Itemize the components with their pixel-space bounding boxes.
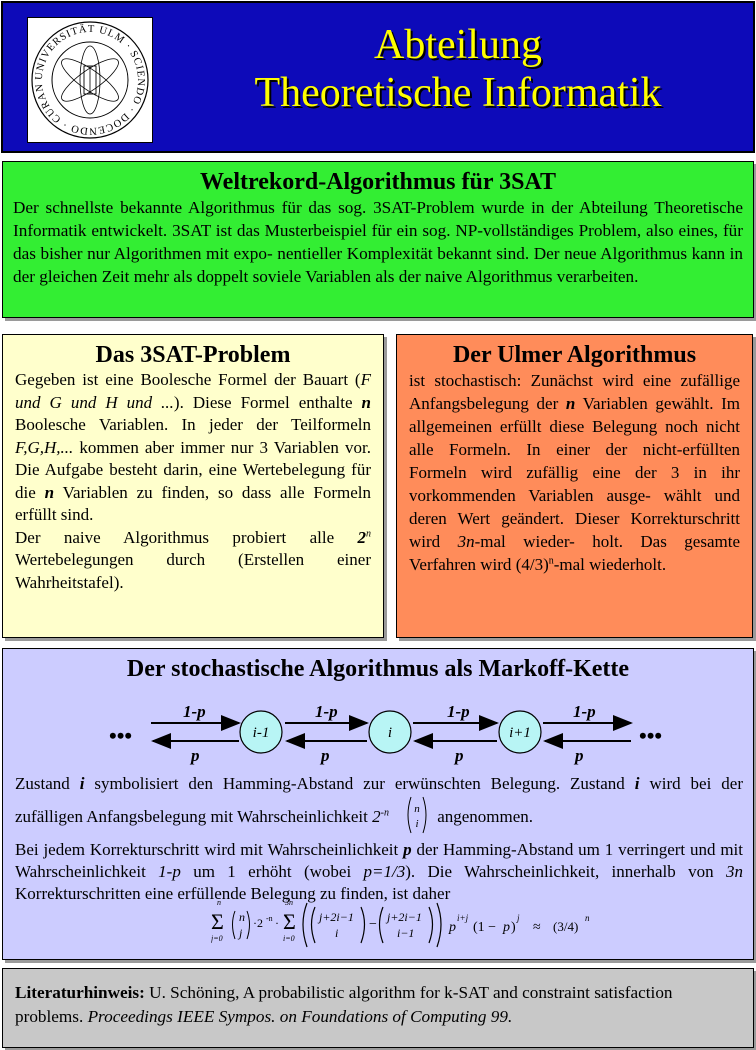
svg-text:j+2i−1: j+2i−1 xyxy=(317,910,354,924)
svg-text:n: n xyxy=(217,898,221,907)
state-label-i: i xyxy=(388,725,392,741)
seal-emblem-icon: UNIVERSITÄT ULM · SCIENDO · DOCENDO · CU… xyxy=(24,10,149,139)
naive-algorithm-text: Der naive Algorithmus probiert alle 2n W… xyxy=(15,527,371,592)
svg-text:−: − xyxy=(369,917,377,932)
label-forward-1: 1-p xyxy=(183,702,206,721)
world-record-text: Der schnellste bekannte Algorithmus für … xyxy=(13,198,743,286)
svg-text:·2: ·2 xyxy=(253,916,263,930)
label-forward-3: 1-p xyxy=(447,702,470,721)
svg-text:p: p xyxy=(502,920,510,935)
world-record-section: Weltrekord-Algorithmus für 3SAT Der schn… xyxy=(2,161,754,318)
ellipsis-right: ••• xyxy=(639,723,662,748)
markov-title: Der stochastische Algorithmus als Markof… xyxy=(126,656,630,682)
label-forward-4: 1-p xyxy=(573,702,596,721)
svg-text:(1 −: (1 − xyxy=(473,920,496,935)
svg-text:j=0: j=0 xyxy=(211,934,223,943)
title-line-2: Theoretische Informatik xyxy=(254,70,662,116)
state-label-i-plus-1: i+1 xyxy=(509,725,531,741)
svg-text:3n: 3n xyxy=(284,898,293,907)
svg-text:UNIVERSITÄT ULM · SCIENDO · DO: UNIVERSITÄT ULM · SCIENDO · DOCENDO · CU… xyxy=(28,18,146,136)
literature-section: Literaturhinweis: U. Schöning, A probabi… xyxy=(2,968,754,1048)
svg-text:Σ: Σ xyxy=(211,909,224,934)
markov-state-text: Zustand i symbolisiert den Hamming-Absta… xyxy=(15,773,743,841)
department-title: Abteilung Theoretische Informatik xyxy=(173,21,743,117)
label-forward-2: 1-p xyxy=(315,702,338,721)
state-label-i-minus-1: i-1 xyxy=(253,725,270,741)
svg-text:i+j: i+j xyxy=(457,913,469,923)
ulm-algorithm-title: Der Ulmer Algorithmus xyxy=(452,342,697,368)
literature-label: Literaturhinweis: xyxy=(15,983,145,1002)
title-line-1: Abteilung xyxy=(374,22,542,68)
markov-chain-section: Der stochastische Algorithmus als Markof… xyxy=(2,648,754,960)
markov-chain-diagram: ••• ••• 1-p p 1-p p 1-p p 1-p p i-1 i xyxy=(109,702,662,765)
state-i xyxy=(368,710,412,754)
svg-text:n: n xyxy=(414,803,420,815)
svg-text:j: j xyxy=(516,913,520,923)
literature-venue: Proceedings IEEE Sympos. on Foundations … xyxy=(87,1007,513,1026)
state-i-plus-1 xyxy=(498,710,542,754)
svg-text:i−1: i−1 xyxy=(397,926,414,940)
header-banner: UNIVERSITÄT ULM · SCIENDO · DOCENDO · CU… xyxy=(1,1,755,153)
svg-text:n: n xyxy=(239,910,245,924)
label-back-3: p xyxy=(453,746,464,765)
university-seal-logo: UNIVERSITÄT ULM · SCIENDO · DOCENDO · CU… xyxy=(24,10,153,143)
svg-text:j: j xyxy=(237,926,243,940)
svg-text:i: i xyxy=(415,818,418,830)
markov-step-text: Bei jedem Korrekturschritt wird mit Wahr… xyxy=(15,840,743,903)
probability-formula: n Σ j=0 n j ·2 -n · 3n Σ i=0 j+2i−1 i − … xyxy=(211,898,590,948)
svg-text:p: p xyxy=(448,920,456,935)
problem-title: Das 3SAT-Problem xyxy=(95,342,291,368)
svg-text:·: · xyxy=(275,916,279,930)
svg-text:Σ: Σ xyxy=(283,909,296,934)
transition-arrows: 1-p p 1-p p 1-p p 1-p p xyxy=(151,702,633,765)
seal-lettering: UNIVERSITÄT ULM · SCIENDO · DOCENDO · CU… xyxy=(24,10,145,136)
svg-text:≈: ≈ xyxy=(533,920,541,935)
problem-text: Gegeben ist eine Boolesche Formel der Ba… xyxy=(15,370,372,524)
approx-result: (3/4) xyxy=(553,919,578,934)
ellipsis-left: ••• xyxy=(109,723,132,748)
svg-text:i=0: i=0 xyxy=(283,934,295,943)
svg-text:i: i xyxy=(335,926,338,940)
svg-text:): ) xyxy=(511,920,516,935)
svg-text:-n: -n xyxy=(266,914,273,923)
label-back-1: p xyxy=(189,746,200,765)
literature-reference: Literaturhinweis: U. Schöning, A probabi… xyxy=(15,983,673,1026)
svg-text:j+2i−1: j+2i−1 xyxy=(385,910,422,924)
label-back-4: p xyxy=(573,746,584,765)
state-i-minus-1 xyxy=(239,710,283,754)
markov-states: i-1 i i+1 xyxy=(239,710,542,754)
label-back-2: p xyxy=(319,746,330,765)
approx-exponent: n xyxy=(585,913,590,923)
world-record-title: Weltrekord-Algorithmus für 3SAT xyxy=(199,169,556,195)
ulm-algorithm-section: Der Ulmer Algorithmus ist stochastisch: … xyxy=(396,334,753,638)
problem-section: Das 3SAT-Problem Gegeben ist eine Booles… xyxy=(2,334,384,638)
ulm-algorithm-text: ist stochastisch: Zunächst wird eine zuf… xyxy=(409,371,740,574)
